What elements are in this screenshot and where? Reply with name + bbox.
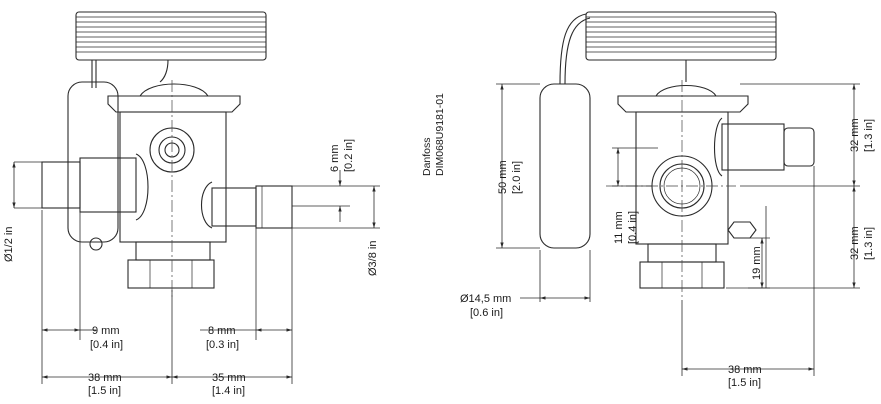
left-dimensions xyxy=(12,161,380,384)
dim-right-11mm-in: [0.4 in] xyxy=(627,211,639,244)
capillary-coil-right xyxy=(585,11,777,61)
dim-right-dia145-in: [0.6 in] xyxy=(470,307,503,319)
sensor-bulb-right xyxy=(539,83,591,249)
dim-left-dia-half: Ø1/2 in xyxy=(3,227,15,262)
right-dimensions xyxy=(496,83,860,376)
dim-right-32mm-top-in: [1.3 in] xyxy=(863,119,875,152)
dim-left-35mm: 35 mm xyxy=(212,372,246,384)
inlet-connection xyxy=(41,153,149,221)
dim-right-11mm: 11 mm xyxy=(613,211,625,244)
dim-left-6mm-in: [0.2 in] xyxy=(343,139,355,172)
dim-left-9mm: 9 mm xyxy=(92,325,120,337)
brand-company: Danfoss xyxy=(421,137,433,176)
dim-left-38mm: 38 mm xyxy=(88,372,122,384)
dim-right-32mm-bot: 32 mm xyxy=(849,226,861,260)
dim-left-38mm-in: [1.5 in] xyxy=(88,385,121,397)
outlet-right xyxy=(714,117,815,177)
dim-right-32mm-top: 32 mm xyxy=(849,118,861,152)
bottom-nut xyxy=(127,241,215,289)
dim-right-32mm-bot-in: [1.3 in] xyxy=(863,227,875,260)
brand-drawing-id: DIM068U9181-01 xyxy=(434,93,446,176)
right-view-valve xyxy=(539,11,815,300)
diaphragm-head xyxy=(107,95,241,113)
dim-right-50mm: 50 mm xyxy=(497,160,509,194)
dim-right-dia145: Ø14,5 mm xyxy=(460,293,511,305)
left-view-valve xyxy=(41,11,293,300)
outlet-connection xyxy=(201,181,293,229)
dim-left-6mm: 6 mm xyxy=(329,145,341,173)
dim-left-8mm-in: [0.3 in] xyxy=(206,339,239,351)
dim-left-8mm: 8 mm xyxy=(208,325,236,337)
dim-right-50mm-in: [2.0 in] xyxy=(511,161,523,194)
dim-left-9mm-in: [0.4 in] xyxy=(90,339,123,351)
dim-left-35mm-in: [1.4 in] xyxy=(212,385,245,397)
capillary-coil xyxy=(75,11,267,61)
dim-left-dia-38: Ø3/8 in xyxy=(367,241,379,276)
dim-right-19mm: 19 mm xyxy=(751,246,763,280)
dim-right-38mm: 38 mm xyxy=(728,364,762,376)
dim-right-38mm-in: [1.5 in] xyxy=(728,377,761,389)
